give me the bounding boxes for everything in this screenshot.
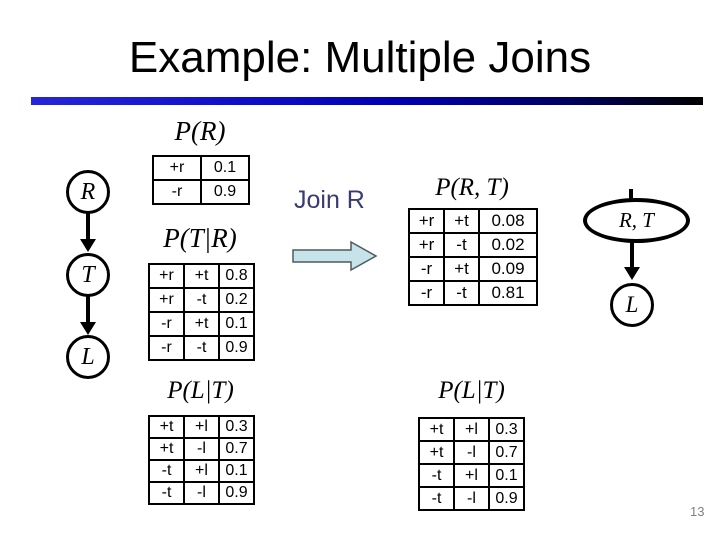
table-cell: -l xyxy=(183,481,220,505)
table-cell: 0.3 xyxy=(218,415,255,439)
table-cell: +r xyxy=(152,155,202,181)
table-cell: +t xyxy=(443,208,480,234)
table-cell: +r xyxy=(148,287,185,313)
table-cell: 0.3 xyxy=(488,417,525,442)
node-r: R xyxy=(66,170,110,214)
page-number: 13 xyxy=(690,504,705,519)
right-arrow-icon xyxy=(292,240,378,272)
table-cell: -r xyxy=(408,256,445,282)
label-p-l-given-t: P(L|T) xyxy=(167,377,234,404)
table-cell: -r xyxy=(152,179,202,205)
table-cell: +t xyxy=(418,440,455,465)
node-t: T xyxy=(66,253,110,297)
table-cell: 0.81 xyxy=(478,280,538,306)
table-cell: +t xyxy=(443,256,480,282)
table-cell: 0.8 xyxy=(218,263,255,289)
label-p-r: P(R) xyxy=(174,116,226,146)
arrow-t-to-l-head xyxy=(80,322,96,335)
table-cell: 0.02 xyxy=(478,232,538,258)
table-cell: 0.7 xyxy=(218,437,255,461)
arrow-rt-to-l-shaft xyxy=(630,242,634,268)
table-cell: 0.09 xyxy=(478,256,538,282)
table-cell: 0.7 xyxy=(488,440,525,465)
table-cell: -r xyxy=(148,335,185,361)
arrow-r-to-t-head xyxy=(80,239,96,252)
label-p-t-given-r: P(T|R) xyxy=(163,223,237,253)
ellipse-top-stub xyxy=(629,189,633,200)
table-cell: 0.9 xyxy=(488,486,525,511)
table-cell: 0.1 xyxy=(488,463,525,488)
table-cell: 0.1 xyxy=(218,459,255,483)
table-cell: -t xyxy=(418,486,455,511)
label-p-r-t: P(R, T) xyxy=(435,174,509,201)
table-cell: 0.1 xyxy=(200,155,250,181)
table-cell: +l xyxy=(183,459,220,483)
title-accent-bar xyxy=(31,97,703,105)
table-cell: -t xyxy=(183,287,220,313)
table-cell: +t xyxy=(183,311,220,337)
table-cell: +t xyxy=(418,417,455,442)
label-p-l-given-t-after: P(L|T) xyxy=(438,377,505,404)
arrow-rt-to-l-head xyxy=(624,267,640,280)
table-cell: -t xyxy=(148,481,185,505)
table-cell: -t xyxy=(443,232,480,258)
table-cell: -l xyxy=(453,440,490,465)
table-cell: +l xyxy=(453,463,490,488)
node-l-after: L xyxy=(610,283,654,327)
table-cell: -r xyxy=(408,280,445,306)
table-cell: +l xyxy=(453,417,490,442)
table-cell: -t xyxy=(148,459,185,483)
table-cell: +t xyxy=(148,437,185,461)
slide-title: Example: Multiple Joins xyxy=(128,33,592,82)
join-operation-label: Join R xyxy=(294,186,365,214)
node-r-t-joined: R, T xyxy=(583,198,690,243)
node-l: L xyxy=(66,335,110,379)
table-cell: -t xyxy=(418,463,455,488)
table-cell: -t xyxy=(443,280,480,306)
table-cell: 0.1 xyxy=(218,311,255,337)
table-cell: +t xyxy=(183,263,220,289)
table-cell: -l xyxy=(453,486,490,511)
table-cell: 0.2 xyxy=(218,287,255,313)
table-cell: +t xyxy=(148,415,185,439)
table-cell: +r xyxy=(408,208,445,234)
table-cell: -r xyxy=(148,311,185,337)
table-cell: +r xyxy=(408,232,445,258)
arrow-t-to-l-shaft xyxy=(86,295,90,323)
table-cell: +l xyxy=(183,415,220,439)
table-cell: -l xyxy=(183,437,220,461)
arrow-r-to-t-shaft xyxy=(86,212,90,240)
table-cell: 0.9 xyxy=(200,179,250,205)
table-cell: +r xyxy=(148,263,185,289)
table-cell: 0.08 xyxy=(478,208,538,234)
table-cell: 0.9 xyxy=(218,481,255,505)
table-cell: -t xyxy=(183,335,220,361)
table-cell: 0.9 xyxy=(218,335,255,361)
